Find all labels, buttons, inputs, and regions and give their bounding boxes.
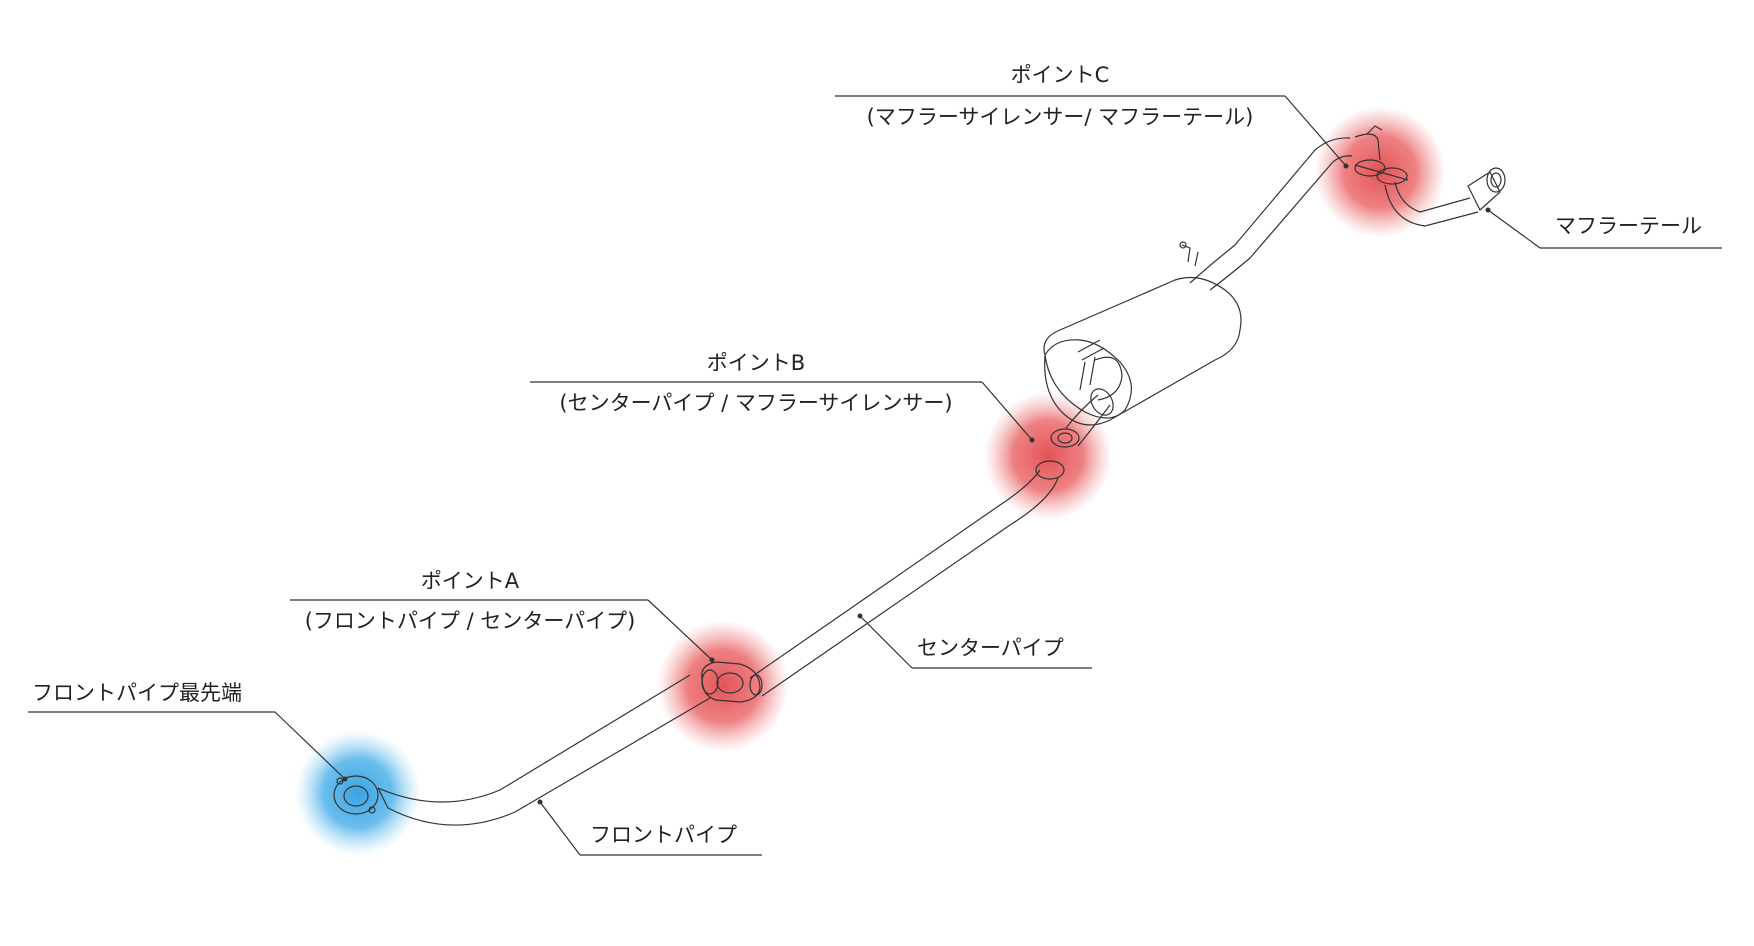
point-b-highlight [984, 392, 1112, 520]
front-pipe-tip-label: フロントパイプ最先端 [32, 681, 242, 705]
rear-pipe-shape [1179, 137, 1353, 291]
center-pipe-label: センターパイプ [917, 636, 1064, 660]
point-c-subtitle: (マフラーサイレンサー/ マフラーテール) [866, 105, 1254, 129]
front-pipe-shape [377, 674, 711, 826]
front-flange [333, 775, 379, 815]
muffler-tail-label: マフラーテール [1555, 214, 1702, 238]
point-c-title: ポイントC [1010, 63, 1110, 87]
front-pipe-label: フロントパイプ [590, 823, 737, 847]
point-a-subtitle: (フロントパイプ / センターパイプ) [304, 609, 636, 633]
point-a-title: ポイントA [420, 569, 520, 593]
muffler-tail-shape [1384, 167, 1506, 227]
point-a-highlight [657, 620, 789, 752]
muffler-silencer-shape [1043, 277, 1242, 426]
center-pipe-shape [749, 460, 1065, 697]
leader-lines [28, 95, 1722, 856]
point-c-flange [1354, 125, 1409, 185]
point-a-flange [701, 661, 763, 703]
point-b-title: ポイントB [706, 351, 806, 375]
point-b-subtitle: (センターパイプ / マフラーサイレンサー) [559, 391, 953, 415]
